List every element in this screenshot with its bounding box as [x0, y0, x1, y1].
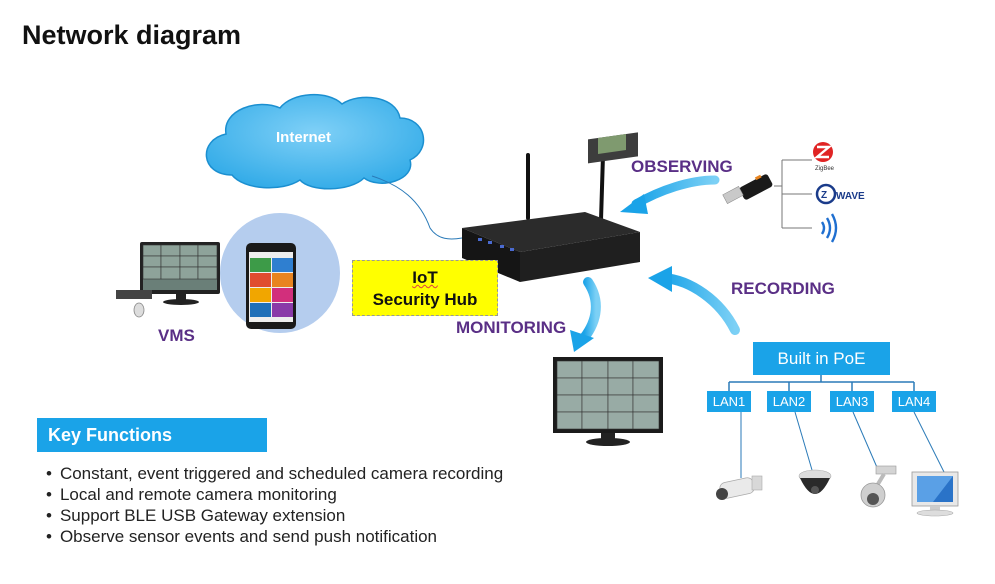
svg-text:Z: Z	[821, 190, 827, 201]
lan-port-4: LAN4	[892, 391, 936, 412]
internet-label: Internet	[276, 129, 332, 146]
lan-port-3: LAN3	[830, 391, 874, 412]
monitoring-label: MONITORING	[456, 318, 567, 337]
lan-port-1: LAN1	[707, 391, 751, 412]
key-function-item: Observe sensor events and send push noti…	[46, 526, 503, 547]
hub-callout-line2: Security Hub	[372, 290, 478, 309]
lan-device-lines	[740, 411, 948, 479]
sensor-bracket	[774, 159, 812, 229]
poe-box: Built in PoE	[753, 342, 890, 375]
usb-dongle	[722, 174, 773, 204]
observing-arrow	[620, 175, 720, 214]
vms-station	[116, 213, 340, 333]
monitoring-arrow	[570, 277, 601, 352]
poe-tree-lines	[728, 375, 915, 391]
monitoring-display	[553, 357, 663, 446]
internet-link-line	[371, 175, 463, 240]
hub-callout-line1: IoT	[412, 268, 438, 287]
hub-callout: IoT Security Hub	[352, 260, 498, 316]
key-function-item: Local and remote camera monitoring	[46, 484, 503, 505]
recording-label: RECORDING	[731, 279, 835, 298]
key-functions-list: Constant, event triggered and scheduled …	[46, 463, 503, 547]
bullet-camera-icon	[716, 475, 763, 500]
zwave-caption: WAVE	[836, 191, 865, 202]
ptz-camera-icon	[860, 465, 897, 508]
zigbee-icon: ZigBee	[813, 142, 835, 172]
internet-cloud	[205, 93, 425, 190]
pc-monitor-icon	[911, 471, 959, 517]
dome-camera-icon	[798, 469, 832, 494]
lan-port-2: LAN2	[767, 391, 811, 412]
iot-security-hub-device	[462, 132, 640, 282]
observing-label: OBSERVING	[631, 157, 733, 176]
key-function-item: Support BLE USB Gateway extension	[46, 505, 503, 526]
page-title: Network diagram	[22, 20, 242, 50]
recording-arrow	[648, 266, 740, 335]
key-function-item: Constant, event triggered and scheduled …	[46, 463, 503, 484]
zwave-icon: Z WAVE	[815, 183, 865, 205]
wireless-signal-icon	[820, 213, 838, 243]
vms-label: VMS	[158, 326, 195, 345]
key-functions-heading: Key Functions	[37, 418, 267, 452]
zigbee-caption: ZigBee	[815, 166, 835, 172]
